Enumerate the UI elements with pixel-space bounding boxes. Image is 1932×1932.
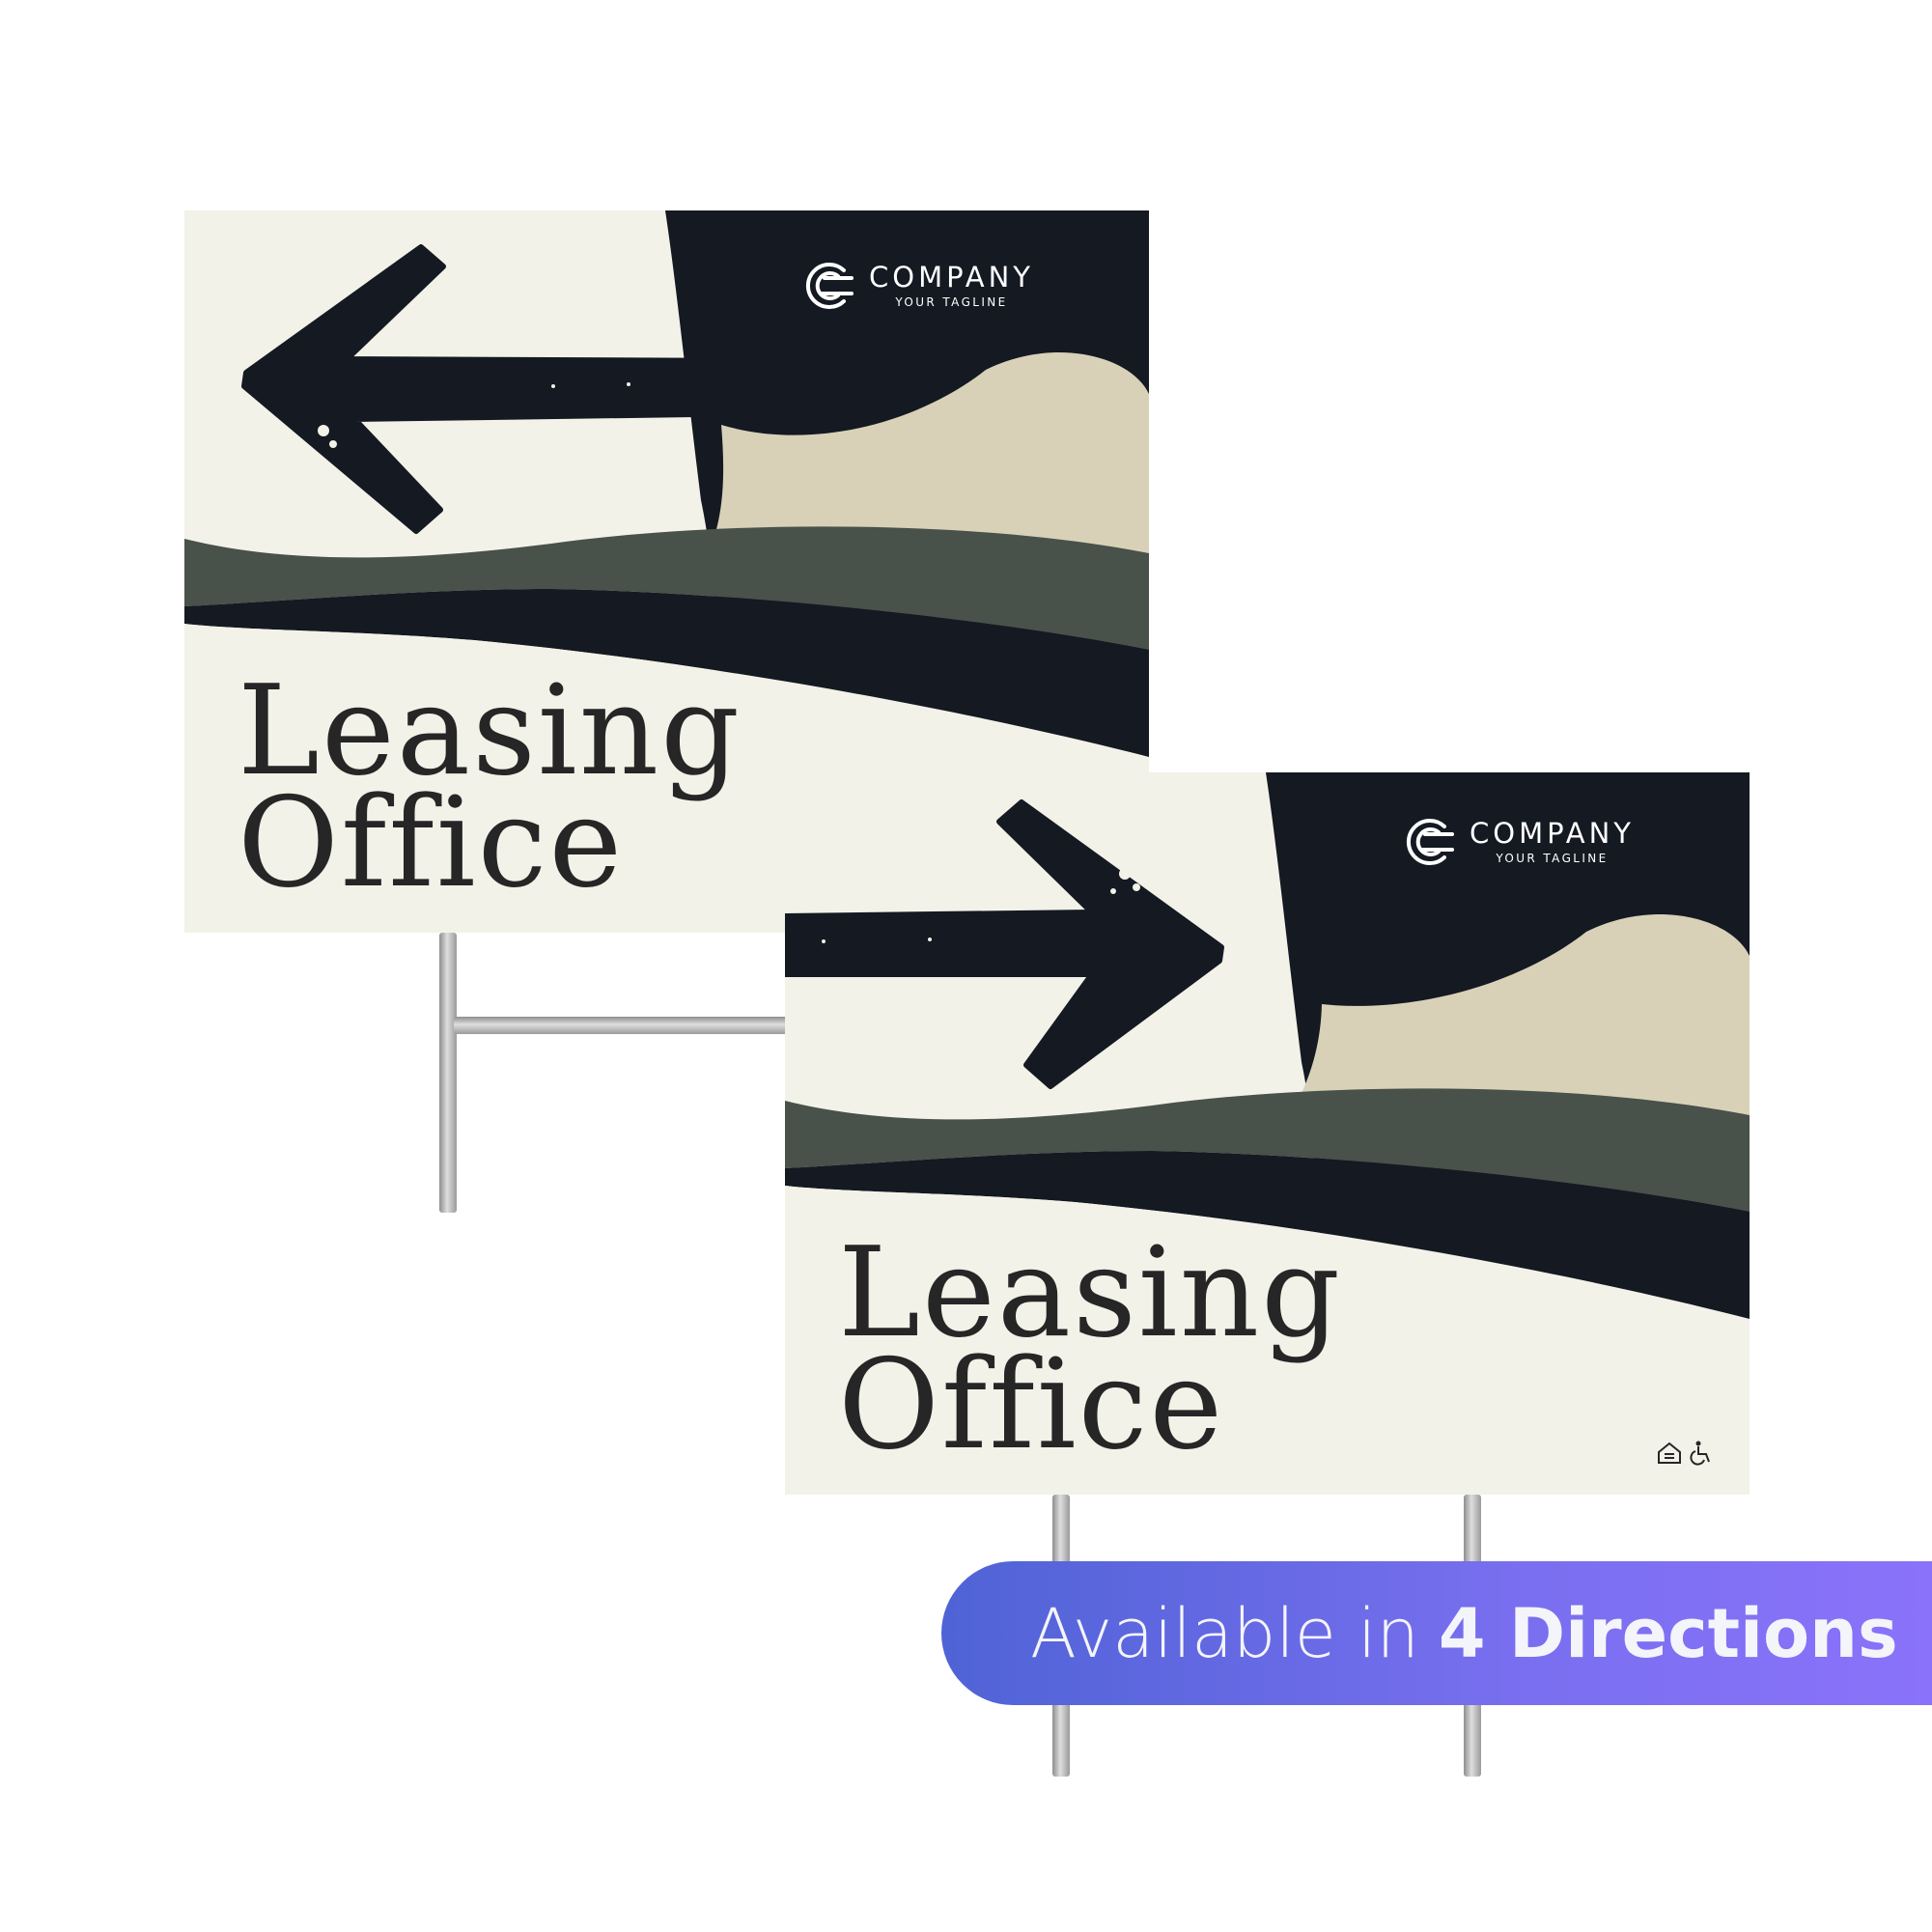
sign-title-line1: Leasing	[238, 659, 742, 803]
left-arrow-icon	[241, 244, 765, 534]
yard-sign-left: COMPANY YOUR TAGLINE Leasing Office	[184, 210, 1149, 933]
yard-sign-right: COMPANY YOUR TAGLINE Leasing Office	[785, 772, 1750, 1495]
company-logo: COMPANY YOUR TAGLINE	[799, 257, 1034, 315]
compliance-icons	[1657, 1441, 1713, 1466]
equal-housing-icon	[1658, 1442, 1681, 1464]
sign-background	[184, 210, 1149, 933]
company-logo: COMPANY YOUR TAGLINE	[1400, 813, 1635, 871]
wheelchair-icon	[1690, 1441, 1710, 1466]
company-name: COMPANY	[1470, 816, 1635, 850]
company-tagline: YOUR TAGLINE	[895, 295, 1008, 310]
sign-title: Leasing Office	[238, 659, 742, 915]
badge-prefix: Available in	[1030, 1593, 1419, 1673]
company-tagline: YOUR TAGLINE	[1496, 852, 1609, 866]
directions-badge: Available in 4 Directions	[941, 1561, 1932, 1705]
sign-title-line1: Leasing	[838, 1221, 1343, 1365]
sign-background	[785, 772, 1750, 1495]
company-name: COMPANY	[869, 260, 1034, 294]
sign-title-line2: Office	[238, 771, 625, 915]
stake-left-sign-vertical	[439, 933, 457, 1213]
badge-highlight: 4 Directions	[1438, 1593, 1898, 1673]
company-logo-icon	[1406, 819, 1454, 865]
right-arrow-icon	[785, 799, 1224, 1089]
stake-left-sign-crossbar	[454, 1017, 792, 1034]
sign-title: Leasing Office	[838, 1221, 1343, 1477]
company-logo-icon	[805, 263, 854, 309]
sign-title-line2: Office	[838, 1333, 1225, 1477]
